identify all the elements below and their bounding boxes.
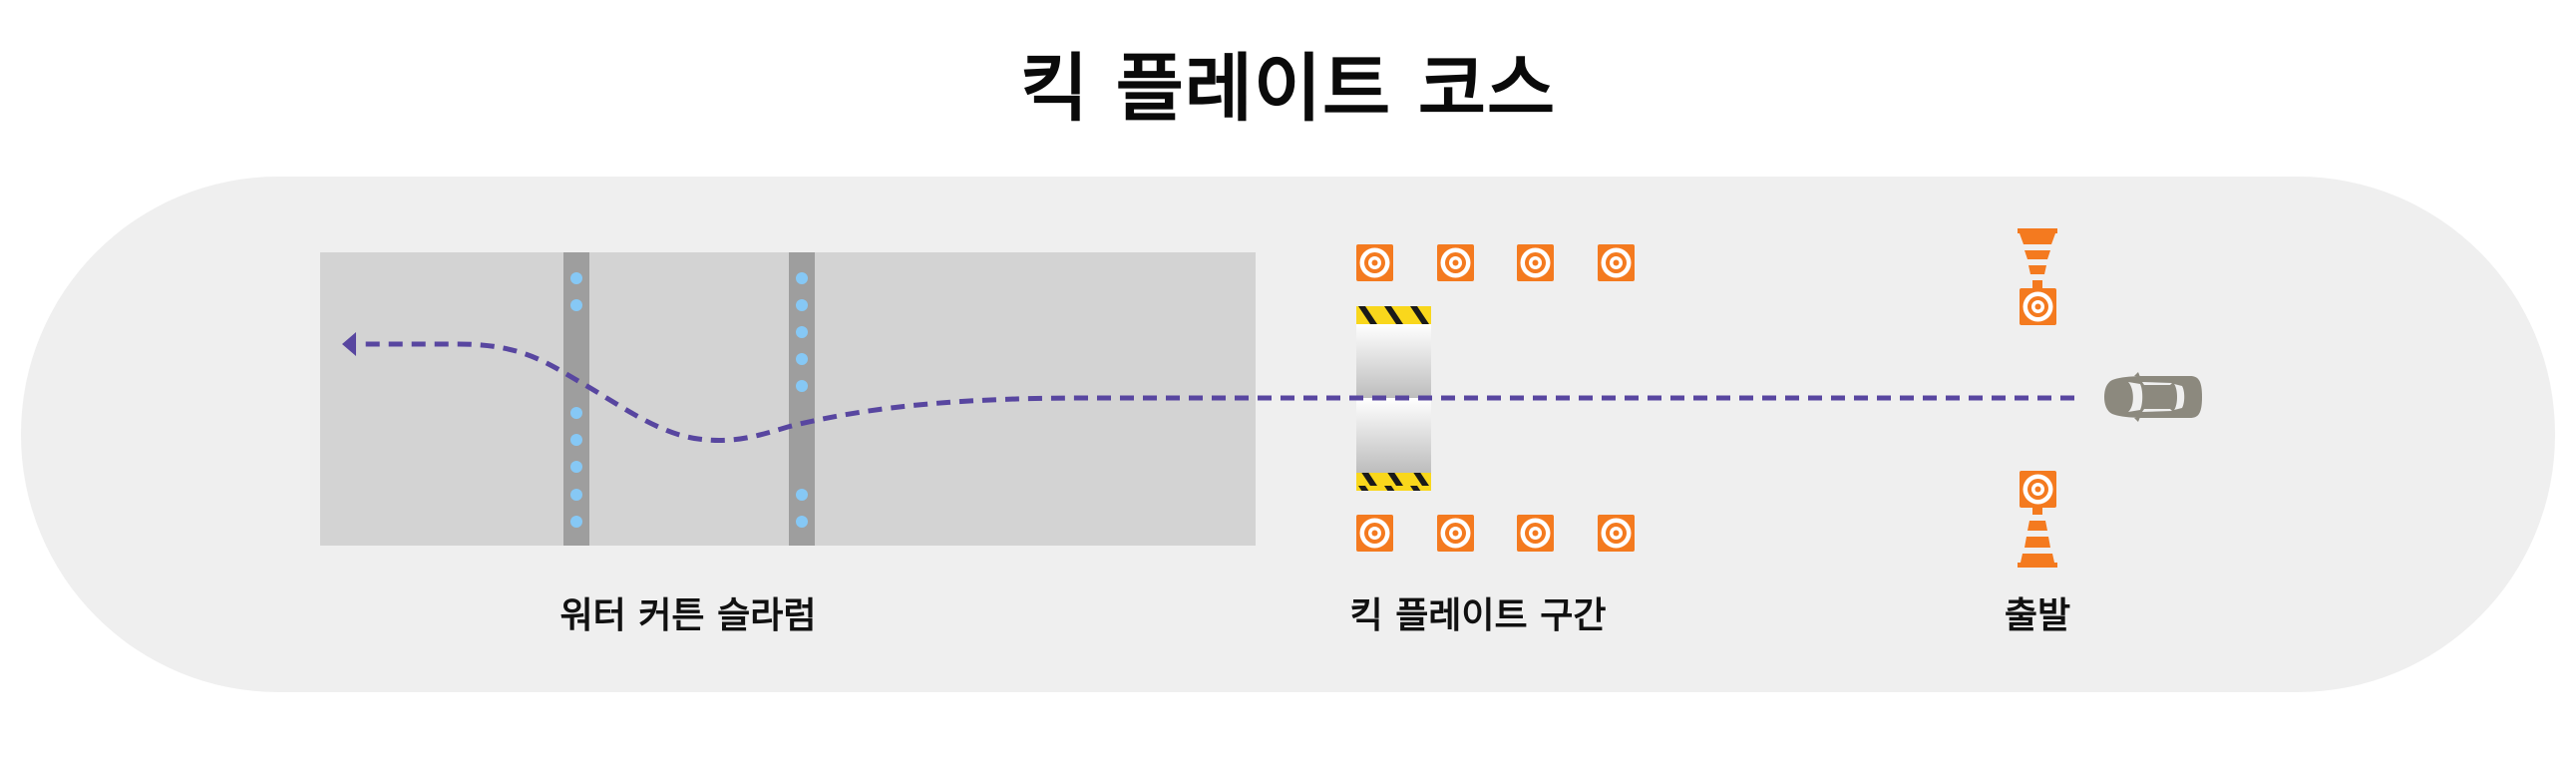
kick-plate — [1356, 306, 1431, 491]
target-cone-icon — [1356, 515, 1393, 552]
label-kick-plate-zone: 킥 플레이트 구간 — [1349, 595, 1607, 636]
target-cone-icon — [2020, 471, 2056, 508]
page-title: 킥 플레이트 코스 — [1019, 46, 1557, 132]
hazard-stripe-top — [1356, 306, 1431, 324]
target-cone-icon — [1598, 244, 1635, 281]
target-cone-icon — [1437, 515, 1474, 552]
traffic-cone-icon — [2018, 228, 2057, 288]
water-curtain-1 — [563, 252, 589, 546]
kick-plate-markers-bottom — [1356, 515, 1635, 552]
target-cone-icon — [1437, 244, 1474, 281]
label-start: 출발 — [2004, 595, 2071, 636]
kick-plate-markers-top — [1356, 244, 1635, 281]
target-cone-icon — [1517, 515, 1554, 552]
vehicle-path — [342, 332, 2074, 444]
traffic-cone-icon — [2018, 508, 2057, 568]
start-cone-bottom — [2018, 471, 2057, 568]
water-dots-2 — [796, 272, 808, 528]
label-water-curtain-slalom: 워터 커튼 슬라럼 — [559, 595, 817, 636]
target-cone-icon — [2020, 288, 2056, 325]
start-cone-top — [2018, 228, 2057, 325]
water-curtain-2 — [789, 252, 815, 546]
water-dots-1 — [570, 272, 582, 528]
hazard-stripe-bottom — [1356, 473, 1431, 491]
target-cone-icon — [1356, 244, 1393, 281]
car-icon — [2104, 372, 2202, 422]
slalom-pad — [320, 252, 1256, 546]
target-cone-icon — [1517, 244, 1554, 281]
target-cone-icon — [1598, 515, 1635, 552]
arrow-left-icon — [342, 332, 356, 356]
